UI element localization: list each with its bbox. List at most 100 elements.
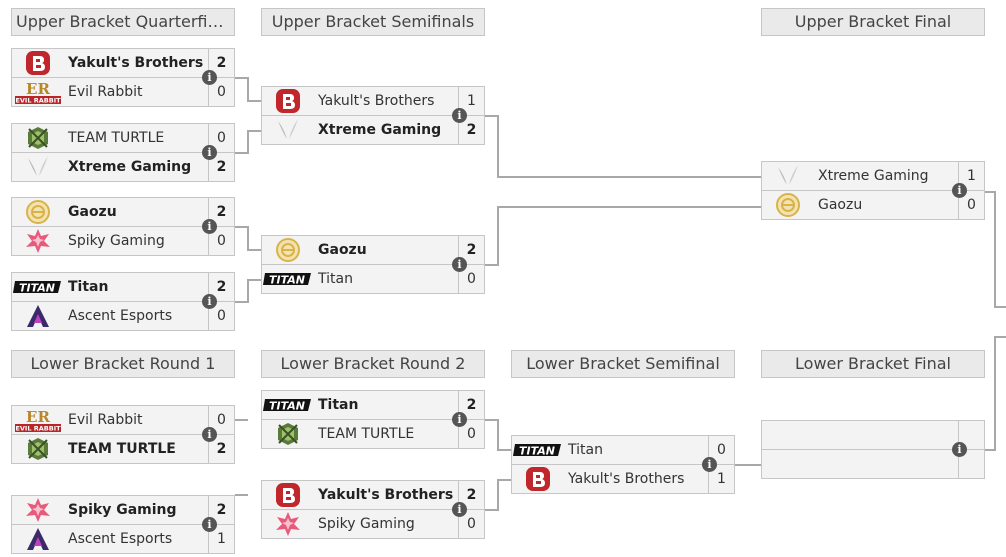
xtreme-logo (12, 153, 64, 181)
match-info-icon[interactable]: i (202, 70, 217, 85)
team-name: Gaozu (68, 204, 117, 220)
match-info-icon[interactable]: i (952, 183, 967, 198)
svg-text:EVIL RABBIT: EVIL RABBIT (15, 425, 61, 433)
team-score: 2 (458, 481, 484, 509)
team-name: Ascent Esports (68, 308, 173, 324)
team-name: TEAM TURTLE (318, 426, 415, 442)
match-info-icon[interactable]: i (202, 219, 217, 234)
header-lb-final: Lower Bracket Final (761, 350, 985, 378)
team-score: 0 (458, 265, 484, 293)
match-info-icon[interactable]: i (202, 427, 217, 442)
team-name: Spiky Gaming (68, 233, 165, 249)
team-score: 2 (208, 49, 234, 77)
match-info-icon[interactable]: i (452, 257, 467, 272)
team-row[interactable] (761, 449, 985, 479)
match-info-icon[interactable]: i (452, 502, 467, 517)
spiky-logo (12, 227, 64, 255)
spiky-logo (12, 496, 64, 524)
team-score: 0 (208, 78, 234, 106)
match-info-icon[interactable]: i (952, 442, 967, 457)
header-ub-quarterfinals: Upper Bracket Quarterfinals (11, 8, 235, 36)
team-score: 2 (458, 116, 484, 144)
svg-text:TITAN: TITAN (519, 445, 555, 458)
header-lb-round2: Lower Bracket Round 2 (261, 350, 485, 378)
match-info-icon[interactable]: i (202, 294, 217, 309)
team-row[interactable]: Gaozu 2 (11, 197, 235, 227)
team-name: Yakult's Brothers (318, 487, 454, 503)
xtreme-logo (262, 116, 314, 144)
svg-text:TITAN: TITAN (269, 274, 305, 287)
team-score: 1 (708, 465, 734, 493)
match-info-icon[interactable]: i (202, 517, 217, 532)
team-turtle-logo (12, 435, 64, 463)
team-score: 2 (458, 236, 484, 264)
team-row[interactable] (761, 420, 985, 450)
match-info-icon[interactable]: i (702, 457, 717, 472)
match-lbf[interactable]: i (761, 420, 985, 479)
ascent-logo (12, 302, 64, 330)
titan-logo: TITAN (262, 391, 314, 419)
header-lb-semifinal: Lower Bracket Semifinal (511, 350, 735, 378)
match-info-icon[interactable]: i (202, 145, 217, 160)
team-turtle-logo (12, 124, 64, 152)
match-info-icon[interactable]: i (452, 412, 467, 427)
team-score: 1 (958, 162, 984, 190)
team-score: 2 (208, 198, 234, 226)
yakult-logo (512, 465, 564, 493)
svg-text:TITAN: TITAN (19, 282, 55, 295)
team-row[interactable]: Yakult's Brothers 1 (511, 464, 735, 494)
titan-logo: TITAN (12, 273, 64, 301)
team-name: TEAM TURTLE (68, 130, 165, 146)
match-info-icon[interactable]: i (452, 108, 467, 123)
team-row[interactable]: TEAM TURTLE 0 (11, 123, 235, 153)
team-name: Yakult's Brothers (568, 471, 685, 487)
team-score: 0 (208, 124, 234, 152)
team-score: 0 (958, 191, 984, 219)
team-score: 2 (208, 496, 234, 524)
team-name: Evil Rabbit (68, 84, 143, 100)
team-score: 1 (458, 87, 484, 115)
team-score (958, 421, 984, 449)
gaozu-logo (12, 198, 64, 226)
gaozu-logo (762, 191, 814, 219)
yakult-logo (262, 481, 314, 509)
team-score: 0 (208, 406, 234, 434)
xtreme-logo (762, 162, 814, 190)
